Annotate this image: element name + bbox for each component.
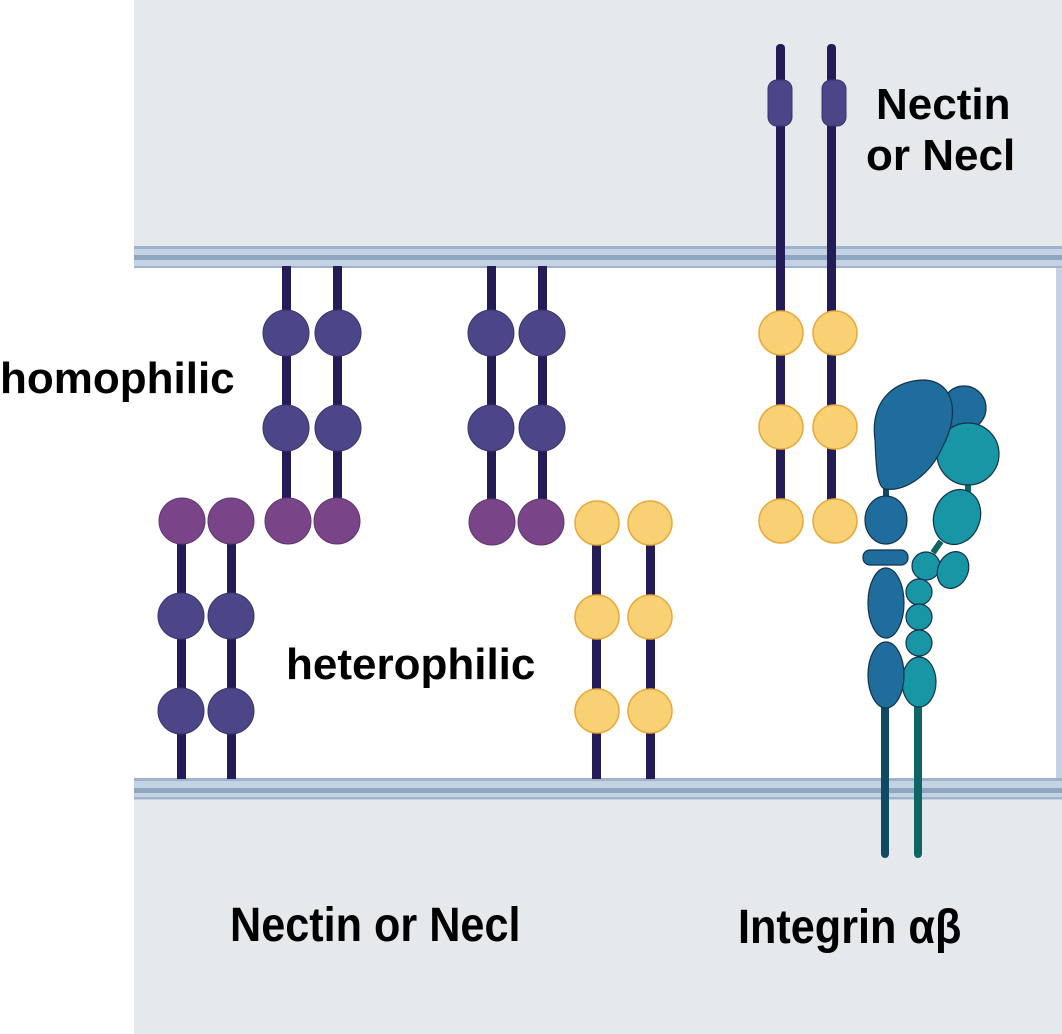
ig-domain — [157, 592, 205, 640]
label-top-right-line1: Nectin — [876, 80, 1011, 129]
right-edge-membrane — [1056, 262, 1062, 782]
upper-membrane — [134, 246, 1062, 268]
ig-domain — [158, 497, 206, 545]
ig-domain — [574, 594, 620, 640]
integrin-alpha-beta — [862, 379, 1000, 858]
integrin-beta-tail — [914, 700, 922, 858]
nectin-heterophilic-upper-pair — [467, 266, 566, 546]
ig-domain — [467, 309, 515, 357]
ig-domain — [518, 404, 566, 452]
ig-domain — [812, 498, 858, 544]
lower-membrane — [134, 778, 1062, 800]
ig-domain — [627, 594, 673, 640]
nectin-homophilic-upper-pair — [262, 266, 362, 545]
ig-domain — [627, 500, 673, 546]
ig-domain — [157, 687, 205, 735]
ig-domain — [758, 310, 804, 356]
ig-domain — [313, 497, 361, 545]
ig-domain — [207, 687, 255, 735]
ig-domain — [758, 498, 804, 544]
ig-domain — [574, 688, 620, 734]
lower-cell-cytoplasm — [134, 796, 1062, 1034]
ig-domain — [517, 498, 565, 546]
ig-domain — [518, 309, 566, 357]
integrin-alpha-tail — [881, 700, 889, 858]
ig-domain — [467, 404, 515, 452]
ig-domain — [314, 404, 362, 452]
ig-domain — [627, 688, 673, 734]
cytoplasmic-domain — [767, 79, 793, 127]
integrin-alpha-subunit — [862, 379, 954, 709]
label-heterophilic: heterophilic — [286, 640, 536, 689]
ig-domain — [264, 497, 312, 545]
ig-domain — [262, 309, 310, 357]
label-homophilic: homophilic — [0, 354, 235, 403]
necl-heterophilic-lower-pair — [574, 500, 673, 779]
label-top-right-nectin: Nectin or Necl — [866, 80, 1015, 181]
ig-domain — [812, 404, 858, 450]
ig-domain — [207, 592, 255, 640]
ig-domain — [314, 309, 362, 357]
label-bottom-nectin: Nectin or Necl — [230, 899, 521, 952]
nectin-integrin-partner-pair — [758, 44, 858, 544]
ig-domain — [262, 404, 310, 452]
label-top-right-line2: or Necl — [866, 130, 1016, 180]
ig-domain — [468, 498, 516, 546]
ig-domain — [812, 310, 858, 356]
upper-cell-cytoplasm — [134, 0, 1062, 250]
ig-domain — [207, 497, 255, 545]
label-integrin: Integrin αβ — [738, 901, 962, 954]
cytoplasmic-domain — [821, 79, 847, 127]
ig-domain — [574, 500, 620, 546]
ig-domain — [758, 404, 804, 450]
nectin-homophilic-lower-pair — [157, 497, 255, 779]
